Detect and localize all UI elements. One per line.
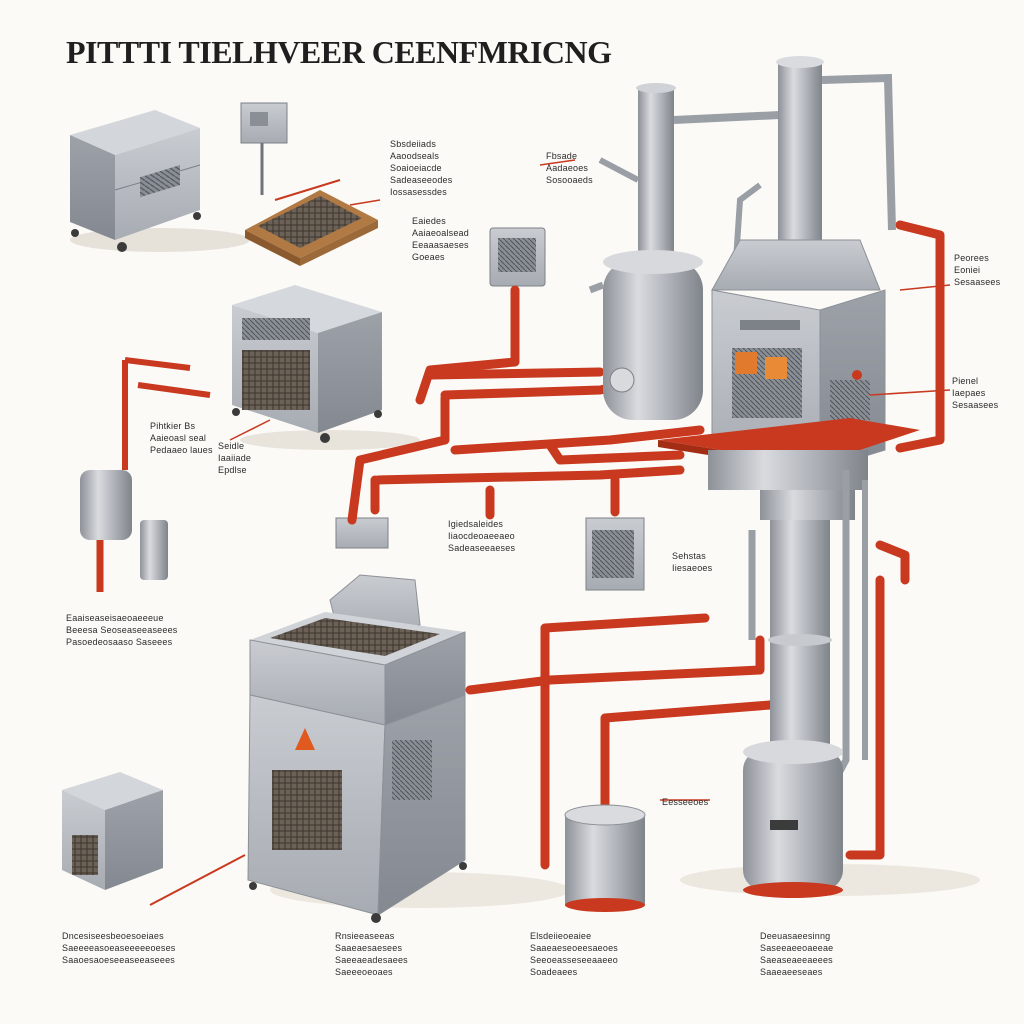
leader-lines [229, 159, 951, 801]
boiler-tank [588, 83, 781, 420]
pump-left [80, 357, 211, 592]
cabinet-top-left [70, 110, 201, 252]
label-11: Eesseeoes [662, 797, 709, 807]
junction-box [335, 517, 389, 549]
feeder-tray [240, 102, 378, 266]
small-crate [62, 772, 246, 906]
diagram-title: PITTTI TIELHVEER CEENFMRICNG [66, 34, 612, 70]
grill-box [232, 285, 382, 443]
main-tower [658, 56, 920, 898]
collection-bucket [564, 804, 646, 912]
main-furnace [247, 574, 467, 923]
